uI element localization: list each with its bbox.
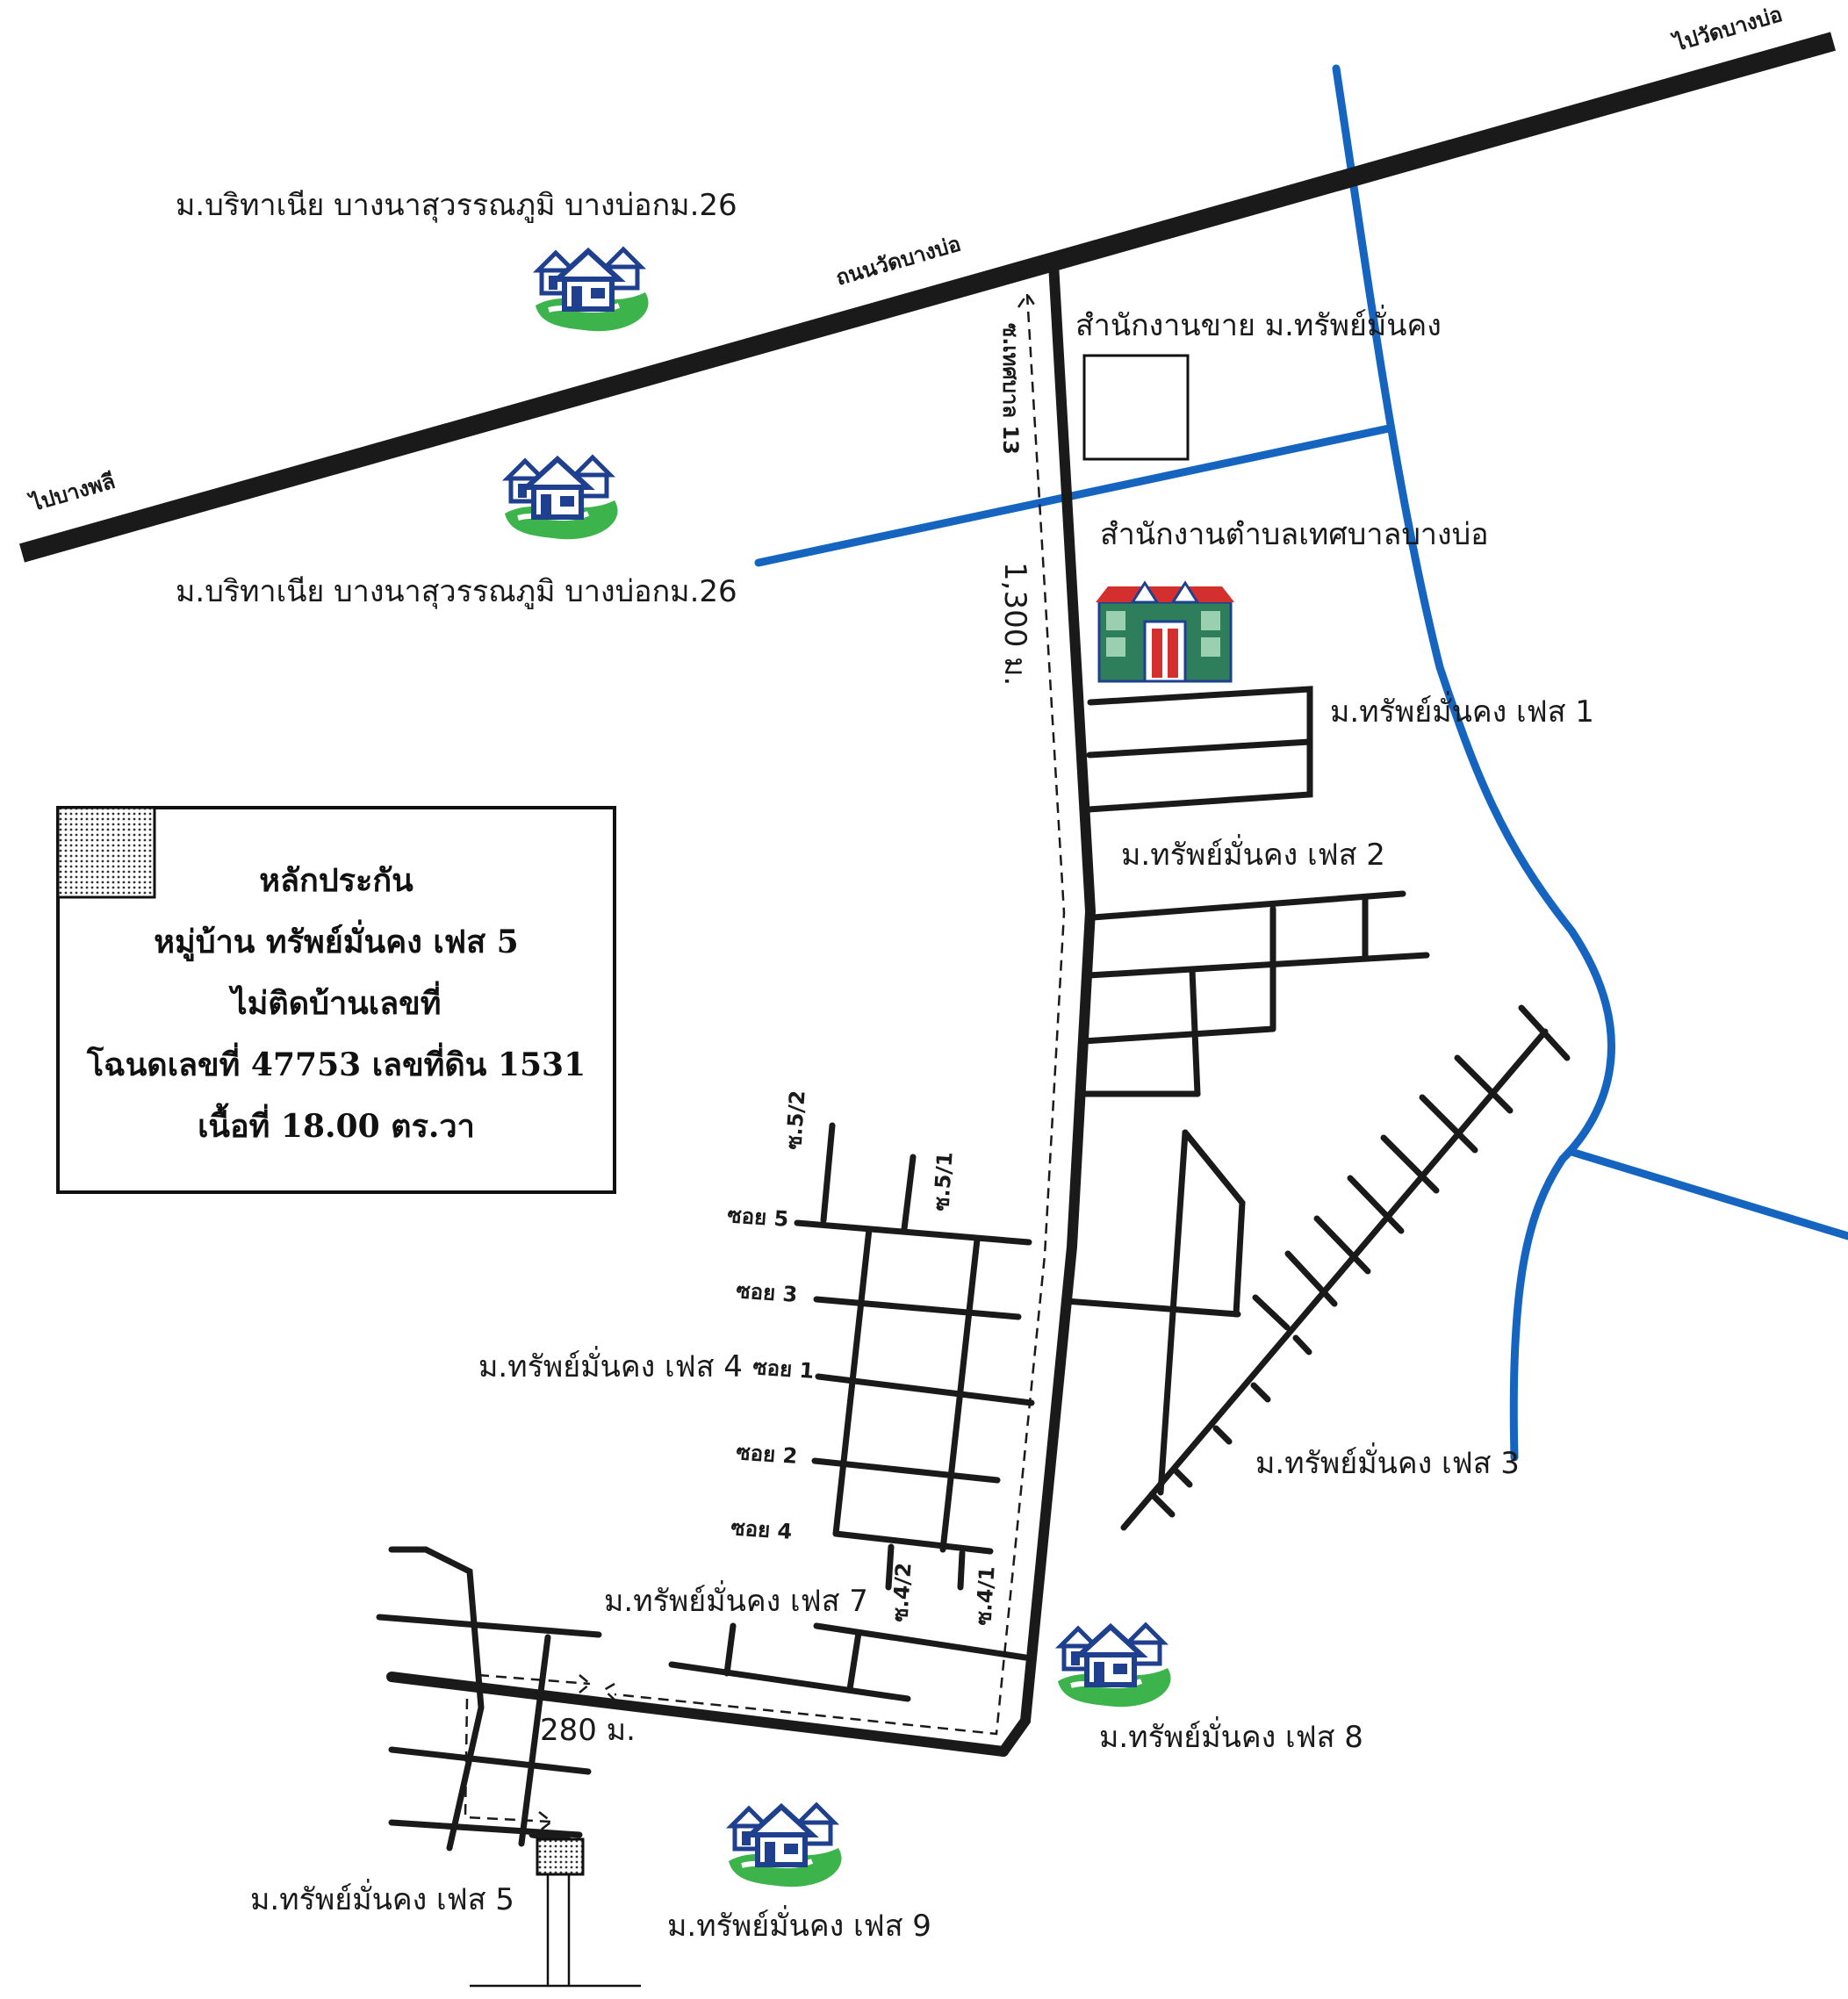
soi1-label: ซอย 1 (752, 1355, 816, 1384)
phase1-label: ม.ทรัพย์มั่นคง เฟส 1 (1330, 691, 1594, 730)
britania-south-label: ม.บริทาเนีย บางนาสุวรรณภูมิ บางบ่อกม.26 (176, 574, 737, 609)
phase9-label: ม.ทรัพย์มั่นคง เฟส 9 (667, 1905, 931, 1944)
phase4-label: ม.ทรัพย์มั่นคง เฟส 4 (478, 1346, 743, 1384)
soi4-2-label: ซ.4/2 (888, 1562, 917, 1622)
phase3-roads (1062, 1004, 1571, 1531)
municipal-office-label: สำนักงานตำบลเทศบาลบางบ่อ (1100, 517, 1489, 552)
collateral-legend: หลักประกัน หมู่บ้าน ทรัพย์มั่นคง เฟส 5 ไ… (56, 806, 616, 1194)
legend-line4: โฉนดเลขที่ 47753 เลขที่ดิน 1531 (86, 1042, 586, 1083)
phase2-roads (1075, 890, 1430, 1097)
canal-branch-west (754, 424, 1393, 567)
side-road-label: ซ.เทศบาล 13 (998, 323, 1023, 455)
britania-north-label: ม.บริทาเนีย บางนาสุวรรณภูมิ บางบ่อกม.26 (176, 188, 737, 223)
legend-line1: หลักประกัน (259, 862, 413, 899)
to-west-label: ไปบางพลี (25, 468, 118, 517)
route-side-road (614, 293, 1066, 1736)
branch-road (386, 1672, 1009, 1757)
phase8-label: ม.ทรัพย์มั่นคง เฟส 8 (1099, 1716, 1363, 1755)
side-road (998, 258, 1097, 1757)
legend-swatch (56, 806, 156, 899)
village-icon-britania-south (505, 457, 618, 539)
branch-distance: 280 ม. (540, 1713, 636, 1748)
soi2-label: ซอย 2 (736, 1440, 799, 1469)
soi3-label: ซอย 3 (736, 1278, 799, 1307)
route-phase5-down (464, 1698, 552, 1823)
phase4-roads (794, 1122, 1035, 1591)
sales-office-building (1082, 354, 1190, 461)
phase7-roads (668, 1622, 1029, 1702)
route-arrow-phase5-a (579, 1674, 592, 1693)
soi5-label: ซอย 5 (727, 1203, 790, 1232)
phase1-roads (1085, 686, 1313, 813)
route-arrow-branch (601, 1682, 615, 1701)
canal-east (1332, 64, 1615, 1462)
route-arrow-north (1017, 291, 1038, 308)
side-road-distance: 1,300 ม. (997, 562, 1032, 686)
village-icon-britania-north (536, 249, 649, 331)
phase5-roads (376, 1546, 602, 1852)
main-road-label: ถนนวัดบางบ่อ (833, 231, 964, 290)
sales-office-label: สำนักงานขาย ม.ทรัพย์มั่นคง (1075, 305, 1442, 343)
phase5-label: ม.ทรัพย์มั่นคง เฟส 5 (250, 1879, 514, 1917)
main-road (19, 32, 1836, 563)
soi4-1-label: ซ.4/1 (971, 1565, 1000, 1626)
route-phase5 (478, 1673, 591, 1686)
canal-branch-east (1567, 1147, 1848, 1240)
village-icon-phase9 (729, 1805, 842, 1887)
legend-line2: หมู่บ้าน ทรัพย์มั่นคง เฟส 5 (154, 919, 518, 962)
phase2-label: ม.ทรัพย์มั่นคง เฟส 2 (1121, 834, 1385, 873)
route-arrow-phase5-b (538, 1811, 554, 1832)
municipal-office-icon (1096, 580, 1234, 683)
soi4-label: ซอย 4 (730, 1515, 794, 1544)
legend-line3: ไม่ติดบ้านเลขที่ (228, 981, 442, 1022)
collateral-parcel (536, 1837, 585, 1876)
soi5-1-label: ซ.5/1 (929, 1151, 958, 1212)
phase7-label: ม.ทรัพย์มั่นคง เฟส 7 (604, 1580, 868, 1619)
to-east-label: ไปวัดบางบ่อ (1669, 1, 1785, 57)
parcel-access (470, 1874, 641, 1988)
soi5-2-label: ซ.5/2 (781, 1089, 810, 1150)
phase3-label: ม.ทรัพย์มั่นคง เฟส 3 (1255, 1442, 1520, 1481)
village-icon-phase8 (1058, 1625, 1171, 1707)
legend-line5: เนื้อที่ 18.00 ตร.วา (198, 1103, 475, 1145)
